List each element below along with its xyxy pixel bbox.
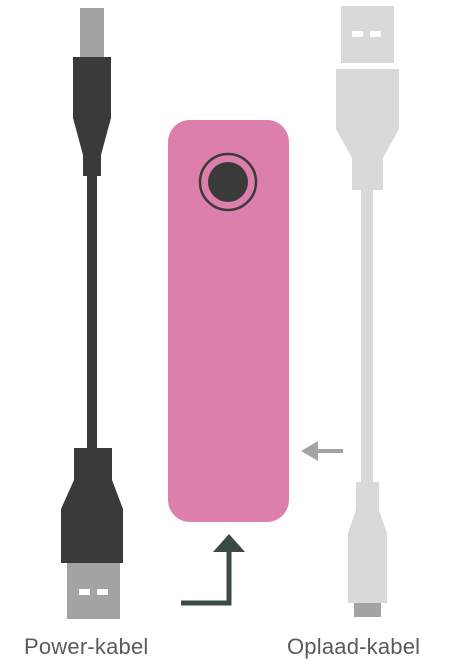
power-cable-top-body — [73, 57, 111, 176]
power-cable-bottom-body — [61, 448, 123, 563]
power-cable-label: Power-kabel — [24, 634, 148, 660]
arrow-left-icon — [301, 441, 343, 461]
power-cable-usb-slot — [97, 589, 108, 595]
charging-cable-bottom-body — [348, 482, 387, 603]
charging-cable — [336, 6, 399, 617]
charging-cable-usb-tip — [341, 6, 394, 63]
power-cable — [61, 8, 123, 619]
power-cable-usb-tip — [67, 563, 120, 619]
charging-cable-usb-slot — [352, 31, 363, 37]
power-bank — [168, 120, 289, 522]
power-button-icon — [208, 162, 248, 202]
power-cable-top-tip — [80, 8, 104, 57]
bent-arrow-up-icon — [181, 534, 245, 603]
power-cable-cord — [87, 176, 97, 448]
power-cable-usb-slot — [79, 589, 90, 595]
charging-cable-top-body — [336, 69, 399, 190]
charging-cable-cord — [361, 190, 373, 482]
charging-cable-usb-slot — [370, 31, 381, 37]
charging-cable-micro-tip — [354, 603, 381, 617]
charging-cable-label: Oplaad-kabel — [287, 634, 420, 660]
